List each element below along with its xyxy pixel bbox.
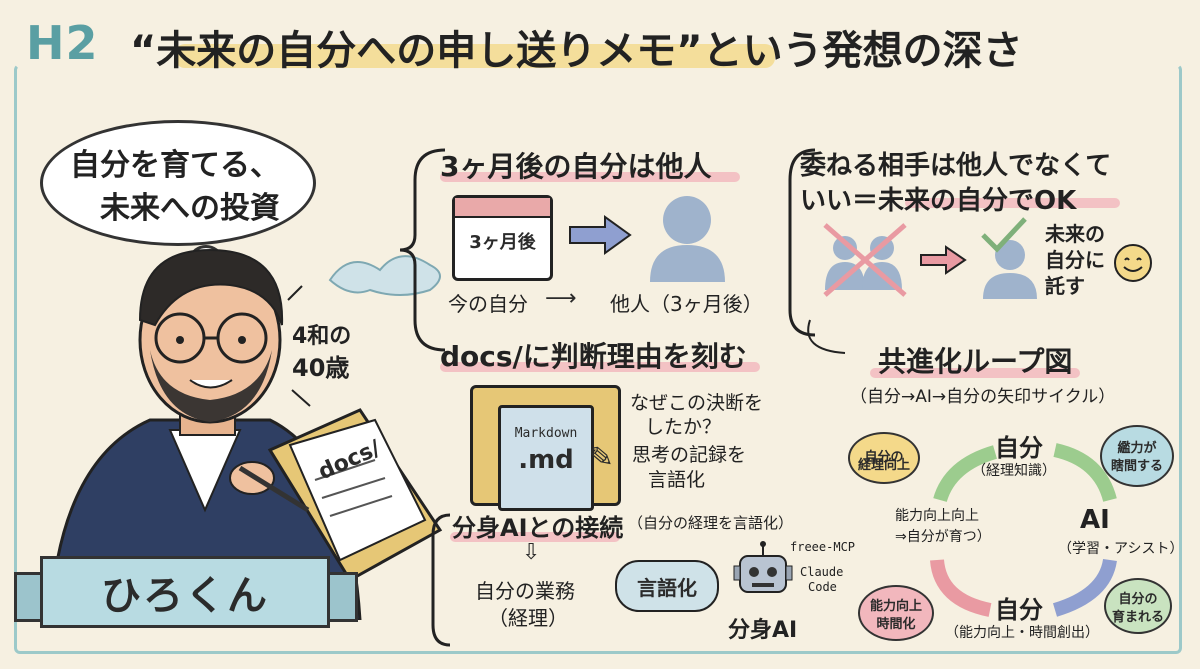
section5-heading: 共進化ループ図: [878, 345, 1073, 378]
bubble-bl-line1: 能力向上: [869, 599, 922, 614]
smile-icon: [1114, 244, 1152, 282]
node-bottom-sub: （能力向上・時間創出）: [945, 625, 1099, 641]
tool2-line2: Code: [808, 580, 837, 594]
section1-heading: 3ヶ月後の自分は他人: [440, 150, 712, 183]
loop-arrows: [930, 443, 1117, 617]
bubble-tr-line1: 繿力が: [1117, 441, 1157, 456]
arrow-right-icon: [569, 215, 632, 255]
connector-curve: [807, 319, 846, 354]
bubble-tr-line2: 瞎間する: [1110, 459, 1163, 474]
note2-line2: 言語化: [648, 469, 706, 491]
bubble-tl-line2: 経理向上: [857, 458, 910, 473]
tool1-label: freee-MCP: [790, 540, 856, 554]
note2-line1: 思考の記録を: [632, 444, 747, 466]
section2-caption-3: 託す: [1045, 274, 1085, 298]
calendar-icon: 3ヶ月後: [452, 195, 553, 281]
note1-line1: なぜこの決断を: [630, 392, 764, 414]
future-self-check-icon: [981, 217, 1037, 299]
section5-subheading: （自分→AI→自分の矢印サイクル）: [850, 387, 1116, 407]
loop-center-line1: 能力向上向上: [895, 508, 979, 524]
bubble-br-line2: 育まれる: [1111, 610, 1164, 625]
name-banner: ひろくん: [40, 556, 330, 628]
node-top: 自分: [995, 434, 1043, 462]
down-arrow-icon: ⇩: [522, 540, 541, 565]
work-line2: （経理）: [488, 606, 568, 630]
section2-caption-1: 未来の: [1045, 222, 1105, 246]
calendar-label: 3ヶ月後: [469, 232, 536, 253]
robot-icon: [733, 541, 793, 593]
section4-bracket: [431, 513, 451, 647]
section1-caption-right: 他人（3ヶ月後）: [610, 292, 763, 316]
bubble-tl-line1: 自分の: [864, 450, 904, 466]
person-silhouette-icon: [650, 196, 725, 282]
node-right: AI: [1080, 505, 1110, 535]
section-brace: [399, 148, 446, 352]
arrow-right-pink-icon: [920, 245, 967, 275]
section1-caption-left: 今の自分: [448, 292, 528, 316]
section2-caption-2: 自分に: [1045, 248, 1105, 272]
long-arrow-icon: ⟶: [545, 286, 577, 311]
bubble-top-right: [1100, 425, 1174, 487]
bubble-bl-line2: 時間化: [876, 617, 916, 632]
node-bottom: 自分: [995, 596, 1043, 624]
ai-label: 分身AI: [728, 618, 798, 643]
markdown-file-icon: Markdown .md: [498, 405, 594, 511]
verbalize-bubble: 言語化: [615, 560, 719, 612]
title-highlight: [175, 44, 775, 68]
section4-heading: 分身AIとの接続: [452, 514, 624, 542]
file-type-label: Markdown: [514, 426, 578, 441]
page-title: “未来の自分への申し送りメモ”という発想の深さ: [130, 28, 1023, 74]
node-top-sub: （経理知識）: [972, 463, 1056, 479]
section2-heading-line2: いい＝未来の自分でOK: [800, 186, 1077, 216]
work-line1: 自分の業務: [475, 579, 575, 603]
section3-heading: docs/に判断理由を刻む: [440, 340, 747, 373]
title-tag: H2: [26, 16, 99, 70]
age-line-1: 4和の: [292, 324, 352, 349]
age-line-2: 40歳: [292, 354, 350, 382]
section2-bracket: [788, 148, 816, 337]
thought-line-1: 自分を育てる、: [70, 148, 280, 183]
note1-line2: したか？: [645, 416, 722, 438]
bubble-br-line1: 自分の: [1118, 592, 1158, 607]
section2-heading-line1: 委ねる相手は他人でなくて: [800, 151, 1112, 181]
crossed-group-icon: [823, 223, 907, 297]
content-frame: [14, 64, 1182, 654]
bubble-bottom-left: [858, 585, 934, 641]
bubble-top-left: 自分の: [848, 432, 920, 484]
bubble-bottom-right: [1104, 578, 1172, 634]
thought-line-2: 未来への投資: [100, 191, 280, 226]
loop-center-line2: ⇒自分が育つ）: [895, 529, 991, 545]
node-right-sub: （学習・アシスト）: [1058, 541, 1184, 557]
section4-subheading: （自分の経理を言語化）: [628, 514, 794, 532]
tool2-line1: Claude: [800, 565, 844, 579]
file-ext-label: .md: [518, 445, 574, 475]
